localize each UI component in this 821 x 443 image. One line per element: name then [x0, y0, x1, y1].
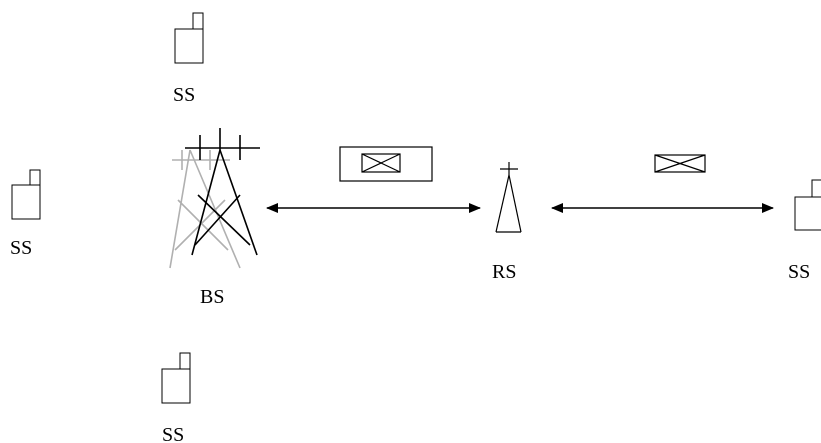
- ss-right-handset-icon: [794, 179, 821, 231]
- packet-icon: [654, 154, 706, 173]
- rs-antenna-icon: [495, 162, 522, 233]
- bs-label: BS: [200, 286, 224, 308]
- ss-bottom-label: SS: [162, 424, 184, 443]
- packet-framed-icon: [339, 146, 433, 182]
- bs-tower-icon: [185, 128, 260, 256]
- rs-label: RS: [492, 261, 516, 283]
- ss-right-label: SS: [788, 261, 810, 283]
- ss-left-handset-icon: [11, 169, 41, 220]
- ss-bottom-handset-icon: [161, 352, 191, 404]
- ss-left-label: SS: [10, 237, 32, 259]
- ss-top-label: SS: [173, 84, 195, 106]
- ss-top-handset-icon: [174, 12, 204, 64]
